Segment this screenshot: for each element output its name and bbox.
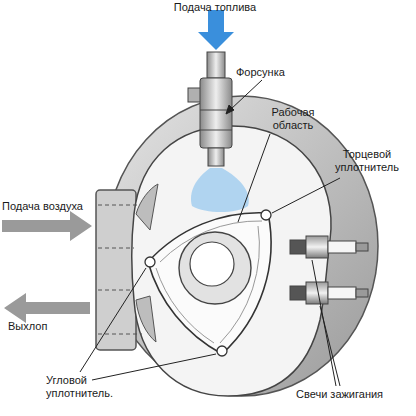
part-label: Рабочая область [262, 106, 324, 132]
port-ducts [98, 205, 142, 334]
leader-lines [80, 80, 340, 386]
spark-plug [290, 282, 368, 304]
exhaust-arrow [4, 293, 90, 323]
part-label: Выхлоп [8, 320, 68, 333]
rotor [148, 213, 271, 354]
fuel-arrow [198, 10, 234, 50]
fuel-spray [191, 168, 249, 212]
exhaust-port [136, 296, 156, 342]
spark-plug [290, 236, 368, 258]
part-label: Угловой уплотнитель. [46, 374, 132, 400]
air-arrow [2, 211, 92, 241]
part-label: Форсунка [236, 66, 316, 79]
part-label: Свечи зажигания [296, 388, 414, 401]
part-label: Подача воздуха [2, 200, 102, 213]
engine-housing [96, 96, 378, 396]
working-chamber [132, 126, 331, 396]
part-label: Торцевой уплотнитель [322, 148, 412, 174]
part-label: Подача топлива [150, 1, 280, 14]
fuel-injector [188, 52, 232, 166]
apex-seals [145, 210, 271, 356]
intake-port [136, 184, 158, 230]
